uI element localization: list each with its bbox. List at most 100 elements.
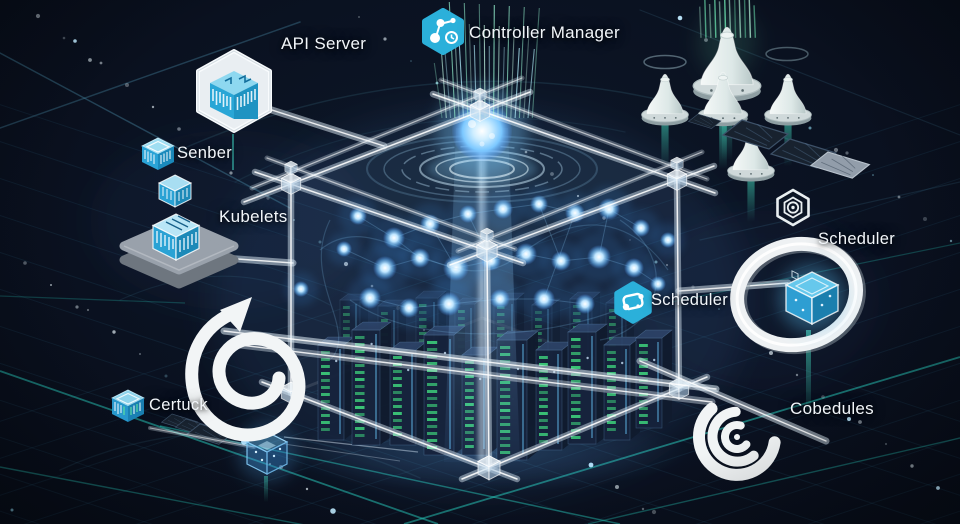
led-stripe bbox=[607, 358, 616, 361]
tower-dot bbox=[407, 368, 410, 372]
star bbox=[151, 105, 155, 109]
star bbox=[641, 507, 645, 511]
led-stripe bbox=[427, 383, 438, 386]
led-stripe bbox=[355, 427, 365, 430]
led-stripe bbox=[539, 356, 548, 359]
star bbox=[897, 195, 901, 199]
led-stripe bbox=[607, 428, 616, 431]
api-server-label: API Server bbox=[281, 34, 367, 53]
led-stripe bbox=[639, 344, 648, 347]
led-stripe bbox=[571, 359, 581, 362]
star bbox=[410, 60, 412, 62]
swirl-turbine bbox=[693, 402, 781, 481]
star bbox=[62, 36, 66, 40]
certuck-icon bbox=[110, 389, 146, 423]
grid-line bbox=[924, 32, 960, 524]
cone-tip bbox=[783, 77, 793, 83]
glow-orb bbox=[533, 288, 555, 310]
led-stripe bbox=[321, 372, 330, 375]
led-stripe bbox=[539, 405, 548, 408]
star bbox=[177, 127, 181, 131]
star bbox=[73, 39, 77, 43]
star bbox=[330, 508, 336, 514]
tower-side bbox=[662, 330, 672, 428]
led-stripe bbox=[607, 351, 616, 354]
corner-block bbox=[476, 239, 498, 263]
certuck-label: Certuck bbox=[149, 396, 208, 414]
scheduler-center-label: Scheduler bbox=[651, 291, 728, 309]
pedestal-dot bbox=[733, 117, 736, 120]
led-stripe bbox=[355, 336, 365, 339]
star bbox=[677, 15, 683, 21]
corner-block bbox=[480, 227, 494, 242]
led-stripe bbox=[343, 334, 350, 337]
star bbox=[266, 196, 270, 200]
tower-dot bbox=[586, 356, 589, 360]
led-stripe bbox=[571, 422, 581, 425]
led-stripe bbox=[321, 393, 330, 396]
led-stripe bbox=[427, 432, 438, 435]
led-stripe bbox=[393, 377, 402, 380]
pedestal-dot bbox=[739, 172, 742, 175]
cone-beam bbox=[747, 177, 755, 222]
star bbox=[884, 442, 888, 446]
scheduler-right-icon bbox=[774, 188, 812, 227]
led-stripe bbox=[571, 366, 581, 369]
led-stripe bbox=[639, 421, 648, 424]
led-stripe bbox=[539, 433, 548, 436]
star bbox=[845, 151, 849, 155]
corner-block bbox=[670, 156, 684, 171]
pedestal-dot bbox=[722, 117, 724, 120]
led-stripe bbox=[539, 398, 548, 401]
accent-stripe bbox=[522, 344, 524, 454]
star bbox=[808, 126, 812, 130]
led-stripe bbox=[427, 404, 438, 407]
corner-block bbox=[284, 160, 298, 175]
led-stripe bbox=[427, 390, 438, 393]
star bbox=[615, 485, 619, 489]
corner-block bbox=[473, 87, 487, 102]
led-stripe bbox=[393, 391, 402, 394]
star bbox=[949, 239, 953, 243]
led-stripe bbox=[355, 378, 365, 381]
glow-orb bbox=[293, 281, 309, 297]
led-stripe bbox=[355, 364, 365, 367]
glow-orb bbox=[624, 258, 644, 278]
led-stripe bbox=[539, 419, 548, 422]
led-stripe bbox=[571, 338, 581, 341]
glow-orb bbox=[660, 232, 676, 248]
led-stripe bbox=[355, 392, 365, 395]
led-stripe bbox=[427, 418, 438, 421]
led-stripe bbox=[427, 376, 438, 379]
led-stripe bbox=[321, 386, 330, 389]
cone-tip bbox=[717, 75, 729, 81]
glow-orb bbox=[459, 205, 477, 223]
led-stripe bbox=[343, 327, 350, 330]
cone-tip bbox=[720, 31, 734, 39]
led-stripe bbox=[393, 426, 402, 429]
senber-label: Senber bbox=[177, 144, 233, 162]
led-stripe bbox=[393, 419, 402, 422]
star bbox=[10, 508, 14, 512]
led-stripe bbox=[571, 352, 581, 355]
led-stripe bbox=[355, 434, 365, 437]
glow-orb bbox=[551, 251, 571, 271]
star bbox=[833, 147, 839, 153]
led-stripe bbox=[393, 412, 402, 415]
star bbox=[936, 486, 940, 490]
corner-block bbox=[469, 99, 491, 122]
led-stripe bbox=[571, 408, 581, 411]
controller-manager-label: Controller Manager bbox=[469, 23, 620, 42]
led-stripe bbox=[427, 397, 438, 400]
led-stripe bbox=[571, 345, 581, 348]
led-stripe bbox=[355, 399, 365, 402]
led-stripe bbox=[343, 313, 350, 316]
pedestal-dot bbox=[710, 89, 713, 92]
star bbox=[23, 261, 27, 265]
glow-orb bbox=[632, 219, 650, 237]
led-stripe bbox=[427, 348, 438, 351]
led-stripe bbox=[321, 414, 330, 417]
pedestal-dot bbox=[750, 172, 752, 175]
led-stripe bbox=[639, 414, 648, 417]
glow-orb bbox=[437, 292, 461, 316]
